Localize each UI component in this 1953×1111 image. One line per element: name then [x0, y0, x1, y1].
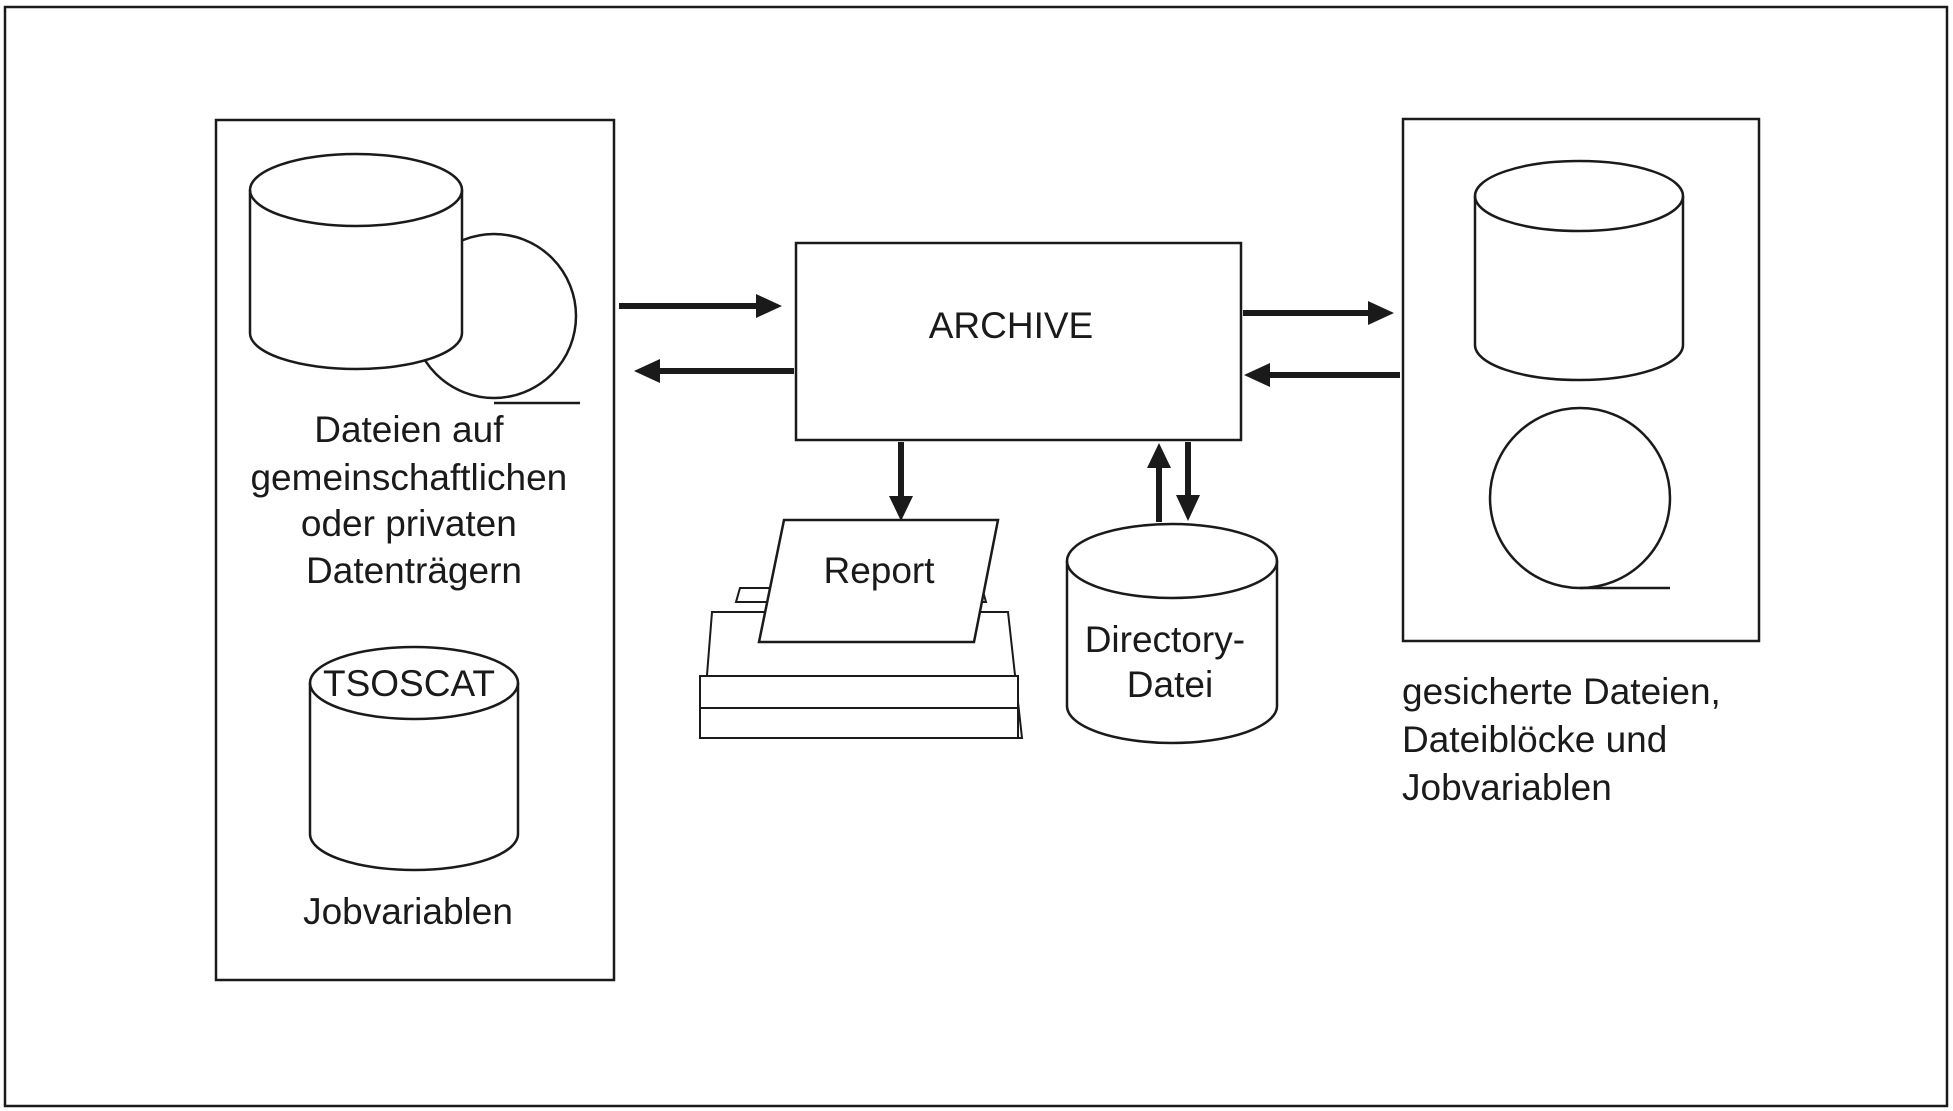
- right-caption-line: Dateiblöcke und: [1402, 719, 1667, 760]
- archive-label: ARCHIVE: [929, 305, 1093, 346]
- left-panel-frame: [214, 118, 616, 982]
- printer-icon: [698, 518, 1024, 739]
- outer-frame: [3, 5, 1949, 1108]
- report-sheet: [757, 518, 1000, 644]
- left-files-caption-line: Dateien auf: [314, 409, 504, 450]
- directory-label-line: Directory-: [1085, 619, 1245, 660]
- right-panel: [1401, 117, 1761, 643]
- directory-cylinder-icon: [1065, 522, 1279, 745]
- arrow-archive-to-right: [1243, 301, 1394, 325]
- catalog-cylinder-icon: [308, 645, 520, 872]
- directory-label: Directory- Datei: [1085, 619, 1256, 705]
- arrow-archive-to-directory: [1176, 442, 1200, 521]
- arrow-directory-to-archive: [1147, 443, 1171, 522]
- right-caption: gesicherte Dateien, Dateiblöcke und Jobv…: [1402, 671, 1731, 808]
- disk-icon: [248, 152, 464, 371]
- arrow-left-to-archive: [619, 294, 782, 318]
- right-caption-line: Jobvariablen: [1402, 767, 1612, 808]
- left-files-caption-line: gemeinschaftlichen: [250, 457, 567, 498]
- right-caption-line: gesicherte Dateien,: [1402, 671, 1721, 712]
- catalog-label: TSOSCAT: [323, 663, 495, 704]
- left-panel: Dateien auf gemeinschaftlichen oder priv…: [214, 118, 616, 982]
- right-panel-frame: [1401, 117, 1761, 643]
- disk-icon: [1473, 159, 1685, 382]
- left-files-caption-line: Datenträgern: [306, 550, 522, 591]
- tape-reel-icon: [1488, 406, 1672, 590]
- arrow-archive-to-left: [634, 359, 794, 383]
- left-files-caption: Dateien auf gemeinschaftlichen oder priv…: [250, 409, 577, 591]
- arrow-archive-to-report: [889, 442, 913, 521]
- arrow-right-to-archive: [1244, 363, 1400, 387]
- left-jobvar-caption: Jobvariablen: [303, 891, 513, 932]
- archive-box: ARCHIVE: [794, 241, 1243, 442]
- report-label: Report: [823, 550, 935, 591]
- left-files-caption-line: oder privaten: [301, 503, 517, 544]
- directory-label-line: Datei: [1127, 664, 1213, 705]
